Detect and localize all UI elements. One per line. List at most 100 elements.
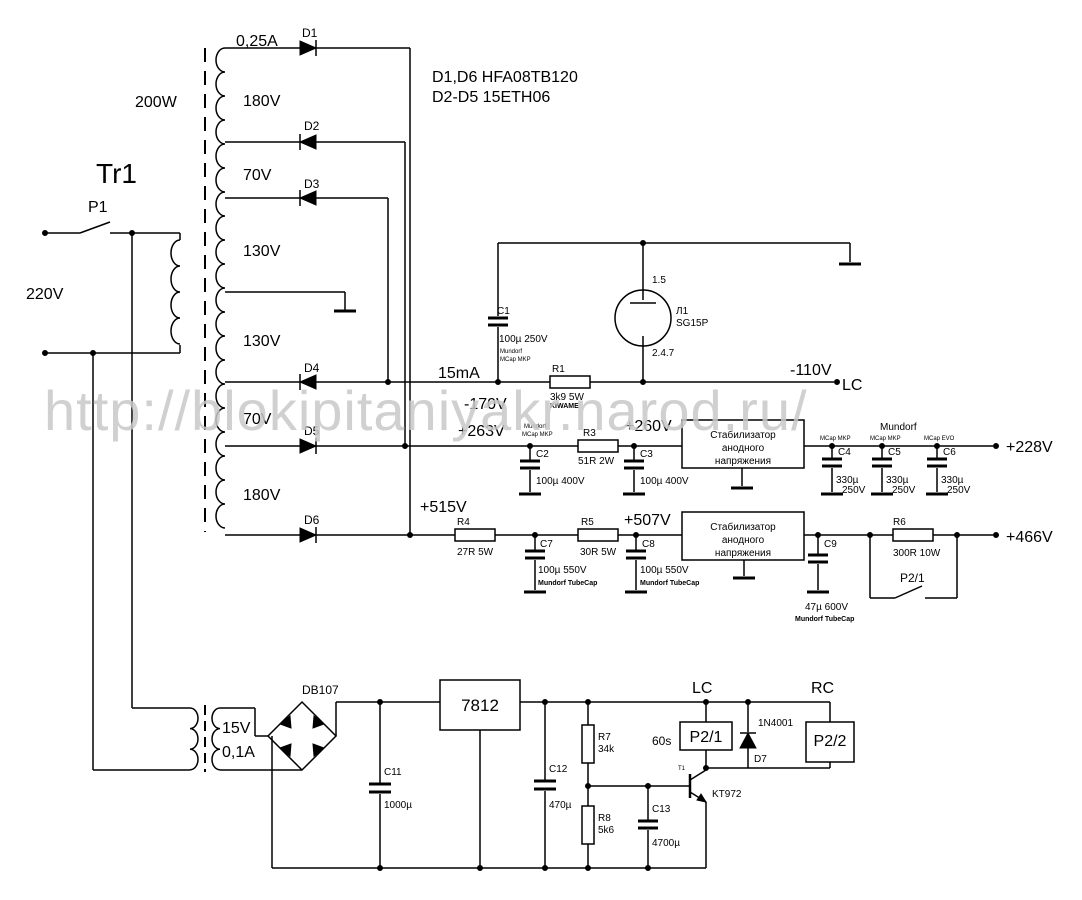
transistor-type: KT972 [712,789,742,800]
r3-label: R3 [583,428,596,439]
high-voltage-rail [454,511,999,599]
regulator-7812: 7812 [461,696,499,715]
c6-capacitance: 330µ [941,475,964,486]
winding-1-voltage: 180V [243,93,281,110]
voltage-p515: +515V [420,499,467,516]
switch-label: P1 [88,199,108,216]
c4-voltage: 250V [842,485,866,496]
r4-label: R4 [457,517,470,528]
relay-p22: P2/2 [814,733,847,750]
winding-2-voltage: 70V [243,167,272,184]
diode-d2 [298,134,405,150]
diode-d3-label: D3 [304,177,320,191]
c12-label: C12 [549,764,568,775]
delay-circuit [92,233,855,871]
r7-value: 34k [598,744,615,755]
c1-brand: Mundorf [500,349,522,355]
stab2-line3: напряжения [715,548,771,559]
label-lc: LC [692,680,712,697]
voltage-m110: -110V [790,362,832,379]
c4-capacitance: 330µ [836,475,859,486]
winding-3-voltage: 130V [243,243,281,260]
r5-label: R5 [581,517,594,528]
c5-series: MCap MKP [870,436,901,442]
c8-label: C8 [642,539,655,550]
c5-voltage: 250V [892,485,916,496]
c7-brand: Mundorf TubeCap [538,580,597,587]
diode-d2-label: D2 [304,119,320,133]
r6-label: R6 [893,517,906,528]
c2-value: 100µ 400V [536,476,585,487]
c6-voltage: 250V [947,485,971,496]
stab1-line2: анодного [722,443,765,454]
relay-p21: P2/1 [690,729,723,746]
tube-pin-top: 1.5 [652,275,666,286]
aux-voltage: 15V [222,720,251,737]
r1-value: 3k9 5W [550,392,584,403]
diode-d5 [299,438,578,454]
c6-series: MCap EVO [924,436,955,442]
c12-value: 470µ [549,800,572,811]
c3-value: 100µ 400V [640,476,689,487]
tube-pin-bottom: 2.4.7 [652,348,675,359]
watermark-url: http://blokipitaniyakr.narod.ru/ [44,379,808,442]
stab1-line3: напряжения [715,456,771,467]
diode-d6 [299,527,455,543]
r1-label: R1 [552,364,565,375]
c4-label: C4 [838,447,851,458]
c11-label: C11 [384,767,402,778]
transformer-name: Tr1 [96,158,137,189]
c13-value: 4700µ [652,838,680,849]
diode-d1 [299,40,410,56]
c1-value: 100µ 250V [499,334,548,345]
voltage-p507: +507V [624,512,671,529]
diode-note-2: D2-D5 15ETH06 [432,89,550,106]
c11-value: 1000µ [384,800,412,811]
low-voltage-rail [517,419,999,496]
bridge-label: DB107 [302,683,339,697]
c13-label: C13 [652,804,671,815]
transformer-power: 200W [135,94,178,111]
c7-label: C7 [540,539,553,550]
c1-label: C1 [497,306,510,317]
r3-value: 51R 2W [578,456,615,467]
output-lc: LC [842,377,862,394]
r8-value: 5k6 [598,825,615,836]
c2-series: MCap MKP [522,432,553,438]
diode-d4-label: D4 [304,361,320,375]
r8-label: R8 [598,813,611,824]
voltage-m170: -170V [464,396,507,413]
c8-value: 100µ 550V [640,565,689,576]
aux-current: 0,1A [222,744,255,761]
tube-name: Л1 [676,306,689,317]
c8-brand: Mundorf TubeCap [640,580,699,587]
transistor-ref: T1 [678,766,686,772]
negative-supply [488,240,863,389]
voltage-p260: +260V [625,418,672,435]
diode-d1-label: D1 [302,26,318,40]
diode-d3 [298,190,388,206]
d7-type: 1N4001 [758,718,793,729]
diode-note-1: D1,D6 HFA08TB120 [432,69,578,86]
stab2-line1: Стабилизатор [710,521,776,533]
c5-capacitance: 330µ [886,475,909,486]
c3-label: C3 [640,449,653,460]
c9-brand: Mundorf TubeCap [795,616,854,623]
c7-value: 100µ 550V [538,565,587,576]
delay-time: 60s [652,734,671,748]
output-p228: +228V [1006,439,1053,456]
diode-d5-label: D5 [304,424,320,438]
c9-value: 47µ 600V [805,602,848,613]
winding-5-voltage: 70V [243,411,272,428]
c6-label: C6 [943,447,956,458]
c1-series: MCap MKP [500,357,531,363]
r1-brand: KIWAME [550,403,579,410]
winding-6-voltage: 180V [243,487,281,504]
winding-4-voltage: 130V [243,333,281,350]
stab2-line2: анодного [722,535,765,546]
r7-label: R7 [598,732,611,743]
r6-value: 300R 10W [893,548,941,559]
c2-label: C2 [536,449,549,460]
c2-brand: Mundorf [524,424,546,430]
